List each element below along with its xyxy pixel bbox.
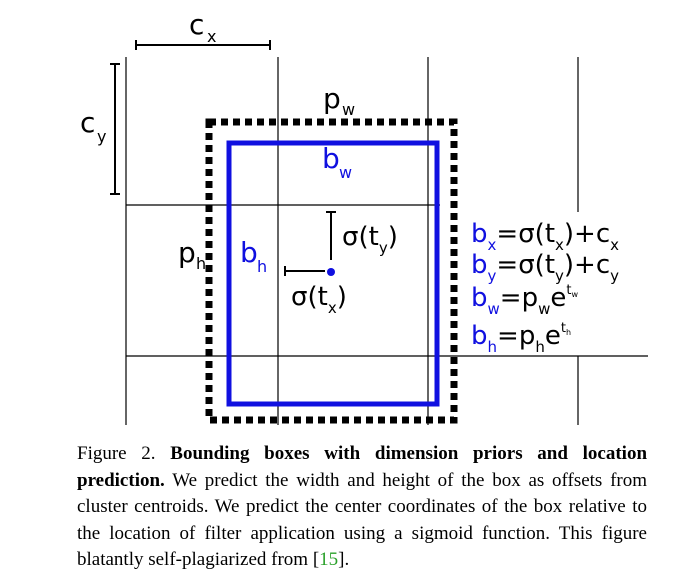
center-point [327,268,335,276]
predicted-box [226,140,440,407]
bh-label: b [240,236,258,269]
pw-label: p [323,82,341,115]
caption-body: We predict the width and height of the b… [77,469,647,571]
cy-bracket [110,63,120,195]
bw-label: b [322,142,340,175]
prior-box [205,118,458,424]
cx-label: c [189,8,204,41]
ph-sub: h [196,254,206,273]
sigma-ty-bracket [326,211,336,260]
citation-link[interactable]: 15 [319,549,339,570]
bounding-box-diagram: c x c y p w p h b w b h σ(ty) σ(tx) bx=σ… [80,8,648,425]
caption-bold-title: Bounding boxes with dimension priors and… [77,443,648,491]
caption-prefix: Figure 2. [77,443,171,464]
grid [125,57,648,425]
sigma-ty-label: σ(ty) [342,222,398,257]
equation-bx: bx=σ(tx)+cx [471,219,619,254]
ph-label: p [178,236,196,269]
figure-caption: Figure 2. Bounding boxes with dimension … [77,441,647,574]
cx-bracket [135,40,271,50]
bw-sub: w [339,163,352,182]
equations: bx=σ(tx)+cx by=σ(ty)+cy bw=pwetw bh=phet… [471,219,619,356]
pw-sub: w [342,100,355,119]
sigma-tx-label: σ(tx) [291,282,347,317]
caption-suffix: ]. [338,549,350,570]
cy-label: c [80,106,95,139]
cx-sub: x [207,27,216,46]
cy-sub: y [97,127,106,146]
bh-sub: h [257,257,267,276]
sigma-tx-bracket [284,266,325,276]
equation-bw: bw=pwetw [471,283,578,318]
equation-bh: bh=pheth [471,321,571,356]
equation-by: by=σ(ty)+cy [471,250,619,285]
figure-diagram: c x c y p w p h b w b h σ(ty) σ(tx) bx=σ… [80,8,648,425]
